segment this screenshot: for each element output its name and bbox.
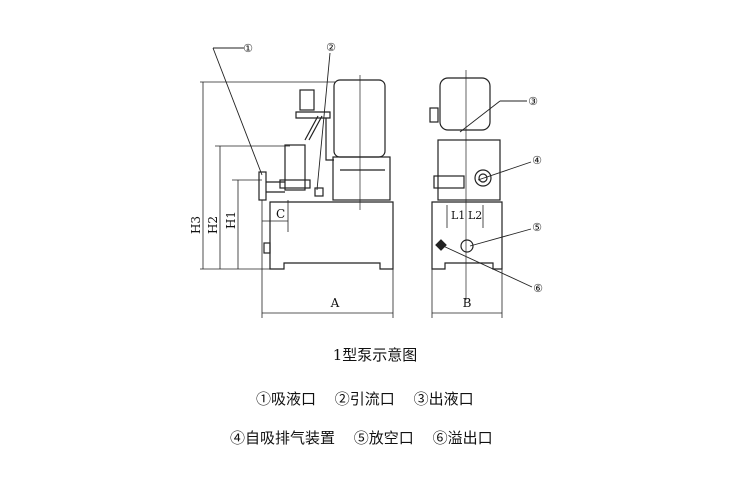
pump-body	[284, 144, 306, 191]
side-motor	[439, 77, 491, 131]
motor-base	[332, 156, 391, 201]
callout-2: ②	[326, 41, 336, 54]
dim-h1: H1	[224, 211, 238, 229]
side-tank	[431, 201, 503, 270]
dim-c: C	[276, 207, 285, 221]
legend-item: ④自吸排气装置	[230, 429, 336, 447]
dim-h3: H3	[189, 216, 203, 234]
callout-leaders	[212, 47, 533, 288]
callout-4: ④	[532, 154, 542, 167]
dim-a: A	[330, 296, 340, 310]
dim-l1: L1	[451, 209, 465, 222]
callout-6: ⑥	[533, 282, 543, 295]
callout-1: ①	[243, 42, 253, 55]
legend-item: ①吸液口	[256, 390, 317, 408]
dim-h2: H2	[206, 216, 220, 234]
legend-item: ③出液口	[413, 390, 474, 408]
figure-caption: 1型泵示意图	[332, 346, 418, 364]
legend-row-1: ①吸液口 ②引流口 ③出液口	[256, 388, 488, 409]
drain-plug	[263, 242, 271, 254]
inlet-flange	[258, 171, 267, 201]
legend-item: ⑥溢出口	[432, 429, 493, 447]
callout-3: ③	[528, 95, 538, 108]
exhaust-device	[474, 169, 492, 187]
vent-port	[460, 239, 474, 253]
pump-head	[299, 89, 315, 111]
legend-item: ⑤放空口	[353, 429, 414, 447]
side-view	[429, 70, 503, 318]
legend-item: ②引流口	[334, 390, 395, 408]
legend-row-2: ④自吸排气装置 ⑤放空口 ⑥溢出口	[230, 427, 507, 448]
motor	[333, 79, 386, 158]
dim-b: B	[463, 296, 472, 310]
front-view	[200, 75, 394, 318]
tank	[269, 201, 394, 270]
dim-l2: L2	[468, 209, 482, 222]
callout-5: ⑤	[532, 221, 542, 234]
